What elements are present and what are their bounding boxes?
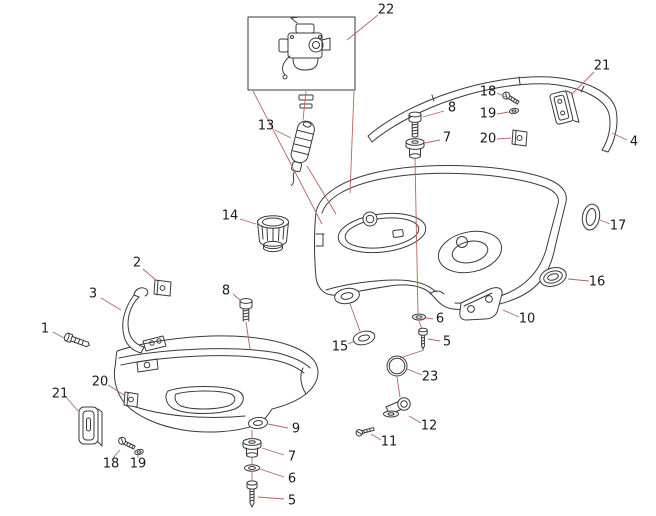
screw-left bbox=[118, 436, 136, 450]
leader-line-18 bbox=[496, 92, 507, 98]
leader-line-15 bbox=[347, 340, 356, 345]
leader-line-14 bbox=[239, 218, 257, 225]
leader-lines bbox=[52, 14, 628, 500]
clip-upper-left bbox=[153, 279, 172, 297]
washer-bottom bbox=[244, 464, 260, 472]
grommet-oval-side bbox=[581, 203, 601, 231]
knob bbox=[257, 215, 289, 253]
projection-lines bbox=[245, 90, 425, 480]
leader-line-17 bbox=[599, 219, 611, 225]
leader-line-6 bbox=[259, 468, 285, 478]
clip-top bbox=[511, 129, 528, 147]
washer-top bbox=[508, 107, 520, 115]
left-cowling bbox=[113, 335, 319, 433]
lock-lever bbox=[122, 287, 149, 354]
leader-line-6 bbox=[425, 317, 434, 320]
leader-line-11 bbox=[370, 433, 382, 441]
leader-line-10 bbox=[502, 309, 520, 318]
leader-line-16 bbox=[567, 278, 590, 282]
clamp-screw bbox=[355, 427, 375, 437]
ignition-coil bbox=[290, 120, 315, 186]
leader-line-1 bbox=[52, 331, 65, 339]
bracket-left bbox=[78, 406, 103, 447]
o-ring bbox=[386, 355, 408, 377]
leader-line-20 bbox=[107, 384, 125, 396]
screw-top bbox=[502, 91, 520, 105]
washer-left bbox=[134, 448, 144, 456]
carburetor-box bbox=[247, 16, 356, 109]
bolt-top bbox=[408, 111, 422, 138]
grommet-oval-small bbox=[352, 330, 376, 346]
hose-clamp bbox=[383, 397, 411, 418]
leader-line-5 bbox=[427, 338, 441, 342]
mount-grommet bbox=[248, 416, 268, 430]
leader-line-19 bbox=[496, 111, 510, 115]
leader-line-8 bbox=[422, 110, 445, 118]
leader-line-13 bbox=[274, 129, 292, 139]
grommet-bottom bbox=[242, 438, 262, 458]
clip-left bbox=[123, 391, 139, 408]
bracket-top bbox=[549, 90, 580, 125]
leader-line-2 bbox=[142, 268, 158, 282]
bolt-left bbox=[239, 298, 253, 322]
screw-right bbox=[418, 327, 428, 350]
screw-bottom bbox=[246, 480, 258, 508]
leader-line-23 bbox=[406, 368, 423, 376]
leader-line-7 bbox=[424, 139, 441, 144]
leader-line-21 bbox=[66, 397, 79, 412]
leader-line-8 bbox=[232, 293, 241, 301]
leader-line-7 bbox=[261, 447, 285, 456]
trim-seal-strip bbox=[367, 76, 618, 153]
right-cowling bbox=[314, 165, 567, 321]
leader-line-22 bbox=[346, 14, 379, 41]
washer-right bbox=[412, 313, 426, 321]
leader-line-9 bbox=[267, 423, 289, 429]
bolt-front bbox=[63, 332, 90, 348]
leader-line-5 bbox=[257, 496, 285, 500]
leader-line-20 bbox=[496, 137, 512, 140]
leader-line-21 bbox=[570, 71, 595, 96]
grommet-oval-large bbox=[539, 267, 567, 287]
leader-line-12 bbox=[408, 415, 422, 424]
leader-line-3 bbox=[100, 297, 122, 311]
leader-line-4 bbox=[611, 132, 628, 141]
leader-line-18 bbox=[112, 449, 121, 459]
grommet-top bbox=[405, 138, 425, 159]
